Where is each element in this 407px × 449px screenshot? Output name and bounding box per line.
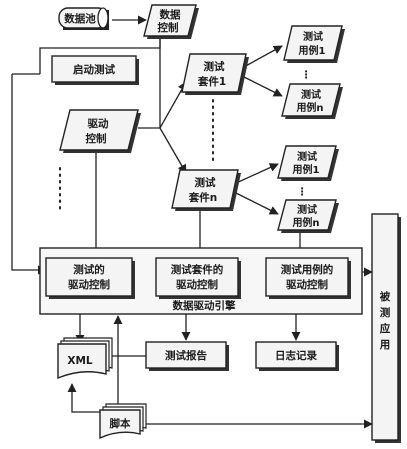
arrow-to-suite-n bbox=[159, 127, 187, 174]
engine-cell-suite bbox=[155, 257, 239, 297]
app-under-test-char-1: 被 bbox=[380, 290, 391, 303]
script-node: 脚本 bbox=[99, 403, 147, 440]
engine-title: 数据驱动引擎 bbox=[172, 299, 236, 312]
log-record-label: 日志记录 bbox=[275, 349, 317, 362]
xml-node: XML bbox=[57, 337, 113, 380]
test-report-label: 测试报告 bbox=[165, 349, 207, 362]
case-na-node: 测试 用例n bbox=[281, 83, 343, 119]
suite-1-label-2: 套件1 bbox=[197, 75, 226, 88]
engine-cell-case-label-1: 测试用例的 bbox=[281, 263, 334, 276]
engine-cell-test-label-1: 测试的 bbox=[73, 263, 105, 276]
arrow-suiten-case1 bbox=[233, 163, 279, 185]
app-under-test-char-3: 应 bbox=[380, 322, 391, 335]
case-1b-label-2: 用例1 bbox=[292, 163, 320, 176]
driver-control-label-2: 控制 bbox=[86, 132, 107, 145]
engine-cell-test-label-2: 驱动控制 bbox=[68, 278, 110, 291]
case-group-n-ellipsis: ⋮ bbox=[297, 186, 308, 198]
data-control-label-1: 数据 bbox=[159, 8, 181, 21]
start-test-label: 启动测试 bbox=[73, 63, 115, 76]
data-control-node: 数据 控制 bbox=[143, 4, 199, 39]
case-1a-label-2: 用例1 bbox=[298, 44, 326, 57]
suite-n-label-1: 测试 bbox=[195, 176, 216, 189]
script-label: 脚本 bbox=[110, 417, 131, 430]
start-test-node: 启动测试 bbox=[51, 55, 139, 85]
data-control-label-2: 控制 bbox=[158, 21, 179, 34]
engine-cell-case bbox=[265, 257, 349, 297]
data-pool-label: 数据池 bbox=[63, 12, 96, 25]
arrow-suite1-casen bbox=[241, 75, 283, 97]
log-record-node: 日志记录 bbox=[255, 341, 339, 371]
case-1a-label-1: 测试 bbox=[303, 30, 323, 43]
case-nb-label-1: 测试 bbox=[297, 203, 317, 216]
driver-control-node: 驱动 控制 bbox=[59, 109, 141, 153]
engine-cell-test bbox=[45, 257, 133, 297]
app-under-test-char-2: 测 bbox=[380, 306, 391, 319]
suite-n-node: 测试 套件n bbox=[171, 169, 241, 211]
case-nb-label-2: 用例n bbox=[291, 216, 319, 229]
data-driven-engine: 测试的 驱动控制 测试套件的 驱动控制 测试用例的 驱动控制 数据驱动引擎 bbox=[39, 247, 363, 315]
case-1a-node: 测试 用例1 bbox=[283, 25, 345, 63]
connectors bbox=[11, 15, 373, 429]
arrow-to-suite-1 bbox=[159, 81, 187, 129]
driver-control-label-1: 驱动 bbox=[88, 117, 109, 130]
data-pool-node: 数据池 bbox=[58, 7, 109, 30]
suite-1-node: 测试 套件1 bbox=[181, 53, 249, 95]
app-under-test-node: 被 测 应 用 bbox=[371, 213, 401, 443]
suite-1-label-1: 测试 bbox=[204, 60, 225, 73]
arrow-script-to-xml bbox=[67, 383, 100, 413]
arrow-left-rail-to-engine bbox=[11, 74, 47, 275]
case-1b-label-1: 测试 bbox=[297, 150, 317, 163]
case-na-label-2: 用例n bbox=[295, 101, 323, 114]
case-na-label-1: 测试 bbox=[301, 88, 321, 101]
arrow-suiten-casen bbox=[233, 191, 279, 215]
app-under-test-char-4: 用 bbox=[379, 339, 391, 351]
engine-cell-suite-label-1: 测试套件的 bbox=[171, 263, 224, 276]
arrow-suite1-case1 bbox=[241, 45, 283, 69]
case-1b-node: 测试 用例1 bbox=[277, 145, 339, 181]
xml-label: XML bbox=[67, 355, 93, 367]
suite-n-label-2: 套件n bbox=[188, 191, 217, 204]
engine-cell-case-label-2: 驱动控制 bbox=[286, 278, 328, 291]
engine-cell-suite-label-2: 驱动控制 bbox=[176, 278, 218, 291]
test-report-node: 测试报告 bbox=[145, 341, 229, 371]
case-group-1-ellipsis: ⋮ bbox=[301, 69, 312, 81]
case-nb-node: 测试 用例n bbox=[277, 199, 339, 233]
